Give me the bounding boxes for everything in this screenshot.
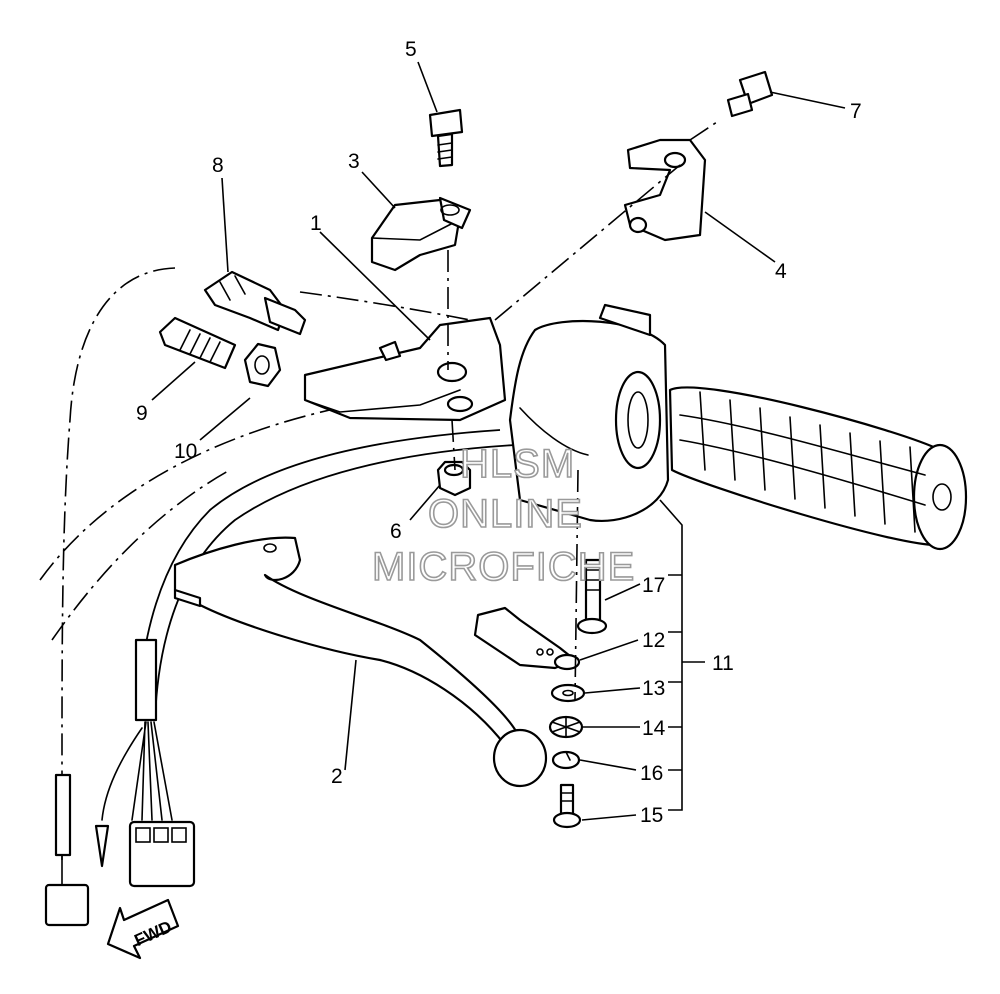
callout-3: 3	[348, 150, 360, 173]
callout-5: 5	[405, 38, 417, 61]
bolt-7	[726, 70, 774, 118]
leader-lines	[151, 61, 846, 821]
grip	[668, 386, 968, 551]
watermark-line-2: ONLINE	[428, 492, 583, 536]
callout-labels: 1 2 3 4 5 6 7 8 9 10 11 12 13 14 15 16 1…	[136, 38, 862, 827]
callout-4: 4	[775, 260, 787, 283]
callout-14: 14	[642, 717, 666, 740]
callout-13: 13	[642, 677, 665, 700]
watermark: HLSM ONLINE MICROFICHE	[371, 441, 635, 590]
switch-harness	[44, 429, 516, 927]
callout-7: 7	[850, 100, 862, 123]
cable-adjuster-8	[203, 270, 307, 336]
callout-17: 17	[642, 574, 665, 597]
callout-12: 12	[642, 629, 665, 652]
callout-2: 2	[331, 765, 343, 788]
fwd-direction-badge: FWD	[106, 898, 180, 960]
bolt-5	[428, 108, 464, 168]
callout-11: 11	[712, 652, 734, 675]
clutch-lever	[173, 536, 548, 788]
adjuster-bolt-9	[158, 316, 237, 370]
callout-15: 15	[640, 804, 663, 827]
lever-bracket	[303, 316, 507, 422]
washer-16	[551, 750, 581, 770]
washer-13	[550, 683, 586, 703]
callout-9: 9	[136, 402, 148, 425]
washer-14	[548, 715, 584, 739]
bracket-clamp	[623, 138, 707, 242]
screw-15	[552, 783, 582, 829]
locknut-10	[243, 342, 282, 388]
bolt-17	[576, 558, 608, 635]
lever-holder	[370, 196, 472, 272]
handlebar-switch-assembly	[508, 303, 670, 522]
callout-10: 10	[174, 440, 197, 463]
watermark-line-3: MICROFICHE	[372, 545, 635, 589]
callout-16: 16	[640, 762, 663, 785]
nut-6	[436, 460, 472, 497]
watermark-line-1: HLSM	[460, 442, 575, 486]
callout-1: 1	[310, 212, 322, 235]
callout-6: 6	[390, 520, 402, 543]
callout-8: 8	[212, 154, 224, 177]
plate-12	[473, 606, 581, 671]
